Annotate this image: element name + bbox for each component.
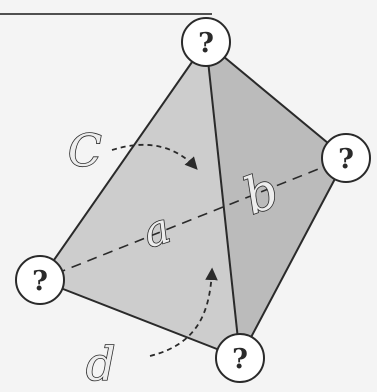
vertex-top-label: ? xyxy=(198,28,214,59)
visible-edges xyxy=(39,41,347,359)
vertex-bottom-label: ? xyxy=(232,344,248,375)
edge-a-hidden xyxy=(39,157,347,281)
vertex-left-label: ? xyxy=(32,266,48,297)
arrow-d xyxy=(149,267,218,357)
edge-right-bottom xyxy=(239,157,347,359)
vertex-top: ? xyxy=(181,17,231,67)
edge-left-bottom xyxy=(39,279,241,359)
edge-top-left xyxy=(39,41,207,281)
arrow-c xyxy=(111,143,198,170)
edge-top-right xyxy=(205,41,347,159)
vertex-right: ? xyxy=(321,133,371,183)
vertex-left: ? xyxy=(15,255,65,305)
vertex-bottom: ? xyxy=(215,333,265,383)
right-face xyxy=(206,42,346,358)
edge-top-bottom xyxy=(205,41,241,359)
edge-label-c: C xyxy=(68,126,102,177)
edge-label-d: d xyxy=(86,337,115,391)
vertex-right-label: ? xyxy=(338,144,354,175)
front-face xyxy=(40,42,240,358)
